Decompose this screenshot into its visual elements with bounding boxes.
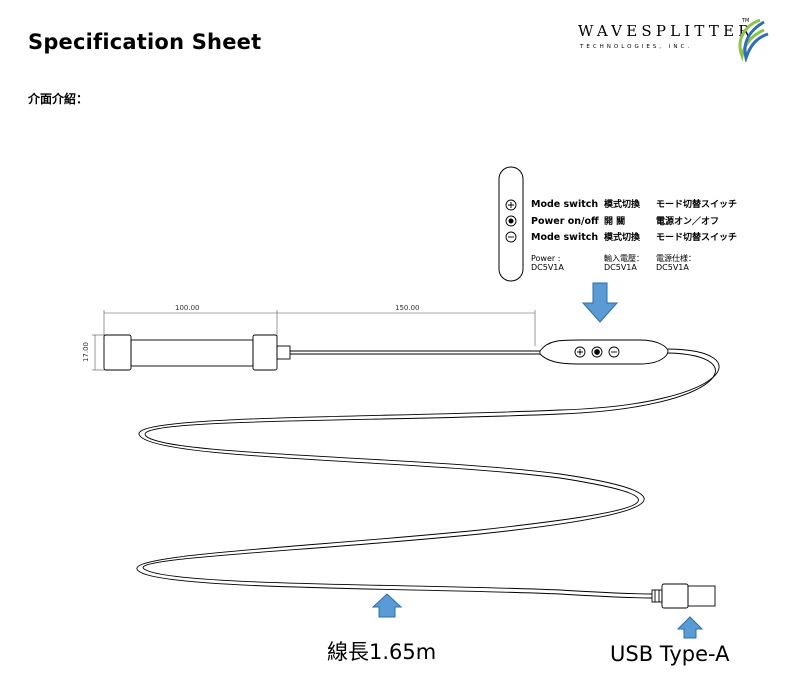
connector-type-label: USB Type-A [610,642,730,666]
panel-english-labels: Mode switch Power on/off Mode switch [531,197,599,247]
logo-tagline: TECHNOLOGIES, INC. [580,44,693,50]
label-power-ja: 電源オン／オフ [656,216,720,227]
label-mode-switch-ja-2: モード切替スイッチ [656,233,738,243]
controller-diagram [498,166,524,282]
label-mode-switch-ja: モード切替スイッチ [656,200,738,210]
cable-length-label: 線長1.65m [327,640,437,664]
light-tube [103,334,540,371]
down-arrow-icon [581,282,619,323]
plus-button-icon [505,199,517,211]
connector-arrow-icon [676,616,704,639]
usb-cable [136,348,720,599]
page-title: Specification Sheet [28,30,262,54]
label-mode-switch-zh-2: 模式切換 [604,233,641,243]
dimension-length-1: 100.00 [175,304,200,312]
label-mode-switch-en-2: Mode switch [531,232,599,243]
power-label-zh: 輸入電壓： [604,254,644,263]
cable-arrow-icon [371,593,403,618]
panel-japanese-labels: モード切替スイッチ 電源オン／オフ モード切替スイッチ [656,197,737,247]
dimension-lines [92,310,536,371]
power-label-ja: 電源仕様： [656,254,696,263]
section-heading: 介面介紹： [28,92,89,106]
minus-button-icon [505,231,517,243]
inline-controller [539,339,669,365]
panel-chinese-labels: 模式切換 開 關 模式切換 [604,197,640,247]
power-spec-zh: 輸入電壓： DC5V1A [604,254,644,272]
power-spec-ja: 電源仕様： DC5V1A [656,254,696,272]
dimension-length-2: 150.00 [395,304,420,312]
label-mode-switch-en: Mode switch [531,199,599,210]
power-label-en: Power : [531,254,561,263]
logo-swoosh-icon [738,18,769,62]
logo-trademark: TM [742,18,750,24]
power-value-ja: DC5V1A [656,263,689,272]
power-button-icon [505,215,517,227]
label-power-zh: 開 關 [604,216,626,227]
label-mode-switch-zh: 模式切換 [604,200,641,210]
label-power-en: Power on/off [531,215,599,227]
dimension-height: 17.00 [82,341,91,363]
power-value-zh: DC5V1A [604,263,637,272]
power-spec-en: Power : DC5V1A [531,254,564,272]
logo-wordmark: WAVESPLITTER [578,22,754,40]
usb-connector [651,583,716,609]
company-logo: WAVESPLITTER TECHNOLOGIES, INC. TM [578,16,778,64]
power-value-en: DC5V1A [531,263,564,272]
